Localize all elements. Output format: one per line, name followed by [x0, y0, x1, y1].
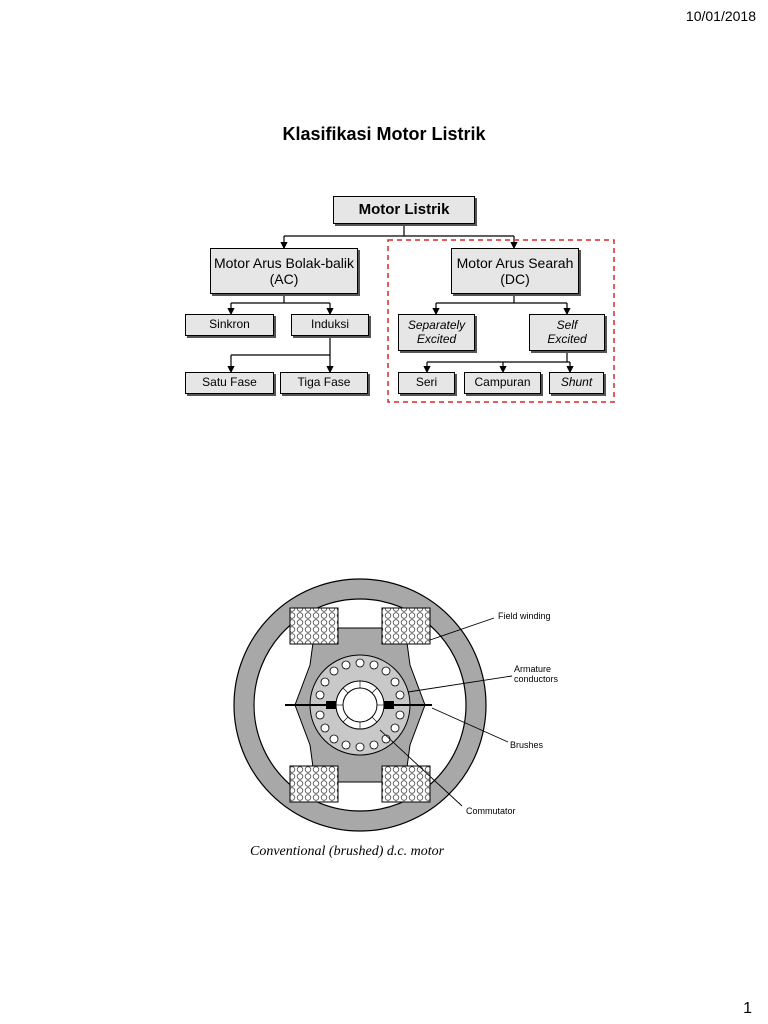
field-winding-tl — [289, 607, 339, 645]
node-dc: Motor Arus Searah (DC) — [451, 248, 579, 294]
node-tiga-fase: Tiga Fase — [280, 372, 368, 394]
tree-connectors — [227, 224, 615, 403]
node-motor-listrik: Motor Listrik — [333, 196, 475, 224]
node-separately-excited: Separately Excited — [398, 314, 475, 351]
label-commutator: Commutator — [466, 806, 516, 816]
label-brushes: Brushes — [510, 740, 544, 750]
dc-highlight-border — [387, 239, 615, 403]
page-date: 10/01/2018 — [685, 8, 756, 24]
node-campuran: Campuran — [464, 372, 541, 394]
node-satu-fase: Satu Fase — [185, 372, 274, 394]
node-seri: Seri — [398, 372, 455, 394]
node-shunt: Shunt — [549, 372, 604, 394]
node-self-excited: Self Excited — [529, 314, 605, 351]
figure-caption: Conventional (brushed) d.c. motor — [250, 844, 445, 859]
page-title: Klasifikasi Motor Listrik — [282, 124, 486, 144]
field-winding-bl — [289, 765, 339, 803]
node-ac: Motor Arus Bolak-balik (AC) — [210, 248, 358, 294]
field-winding-br — [381, 765, 431, 803]
label-armature-conductors: Armature conductors — [514, 664, 559, 684]
node-sinkron: Sinkron — [185, 314, 274, 336]
label-field-winding: Field winding — [498, 611, 551, 621]
node-induksi: Induksi — [291, 314, 369, 336]
field-winding-tr — [381, 607, 431, 645]
dc-motor-diagram — [233, 578, 513, 832]
page-number: 1 — [743, 1000, 752, 1017]
